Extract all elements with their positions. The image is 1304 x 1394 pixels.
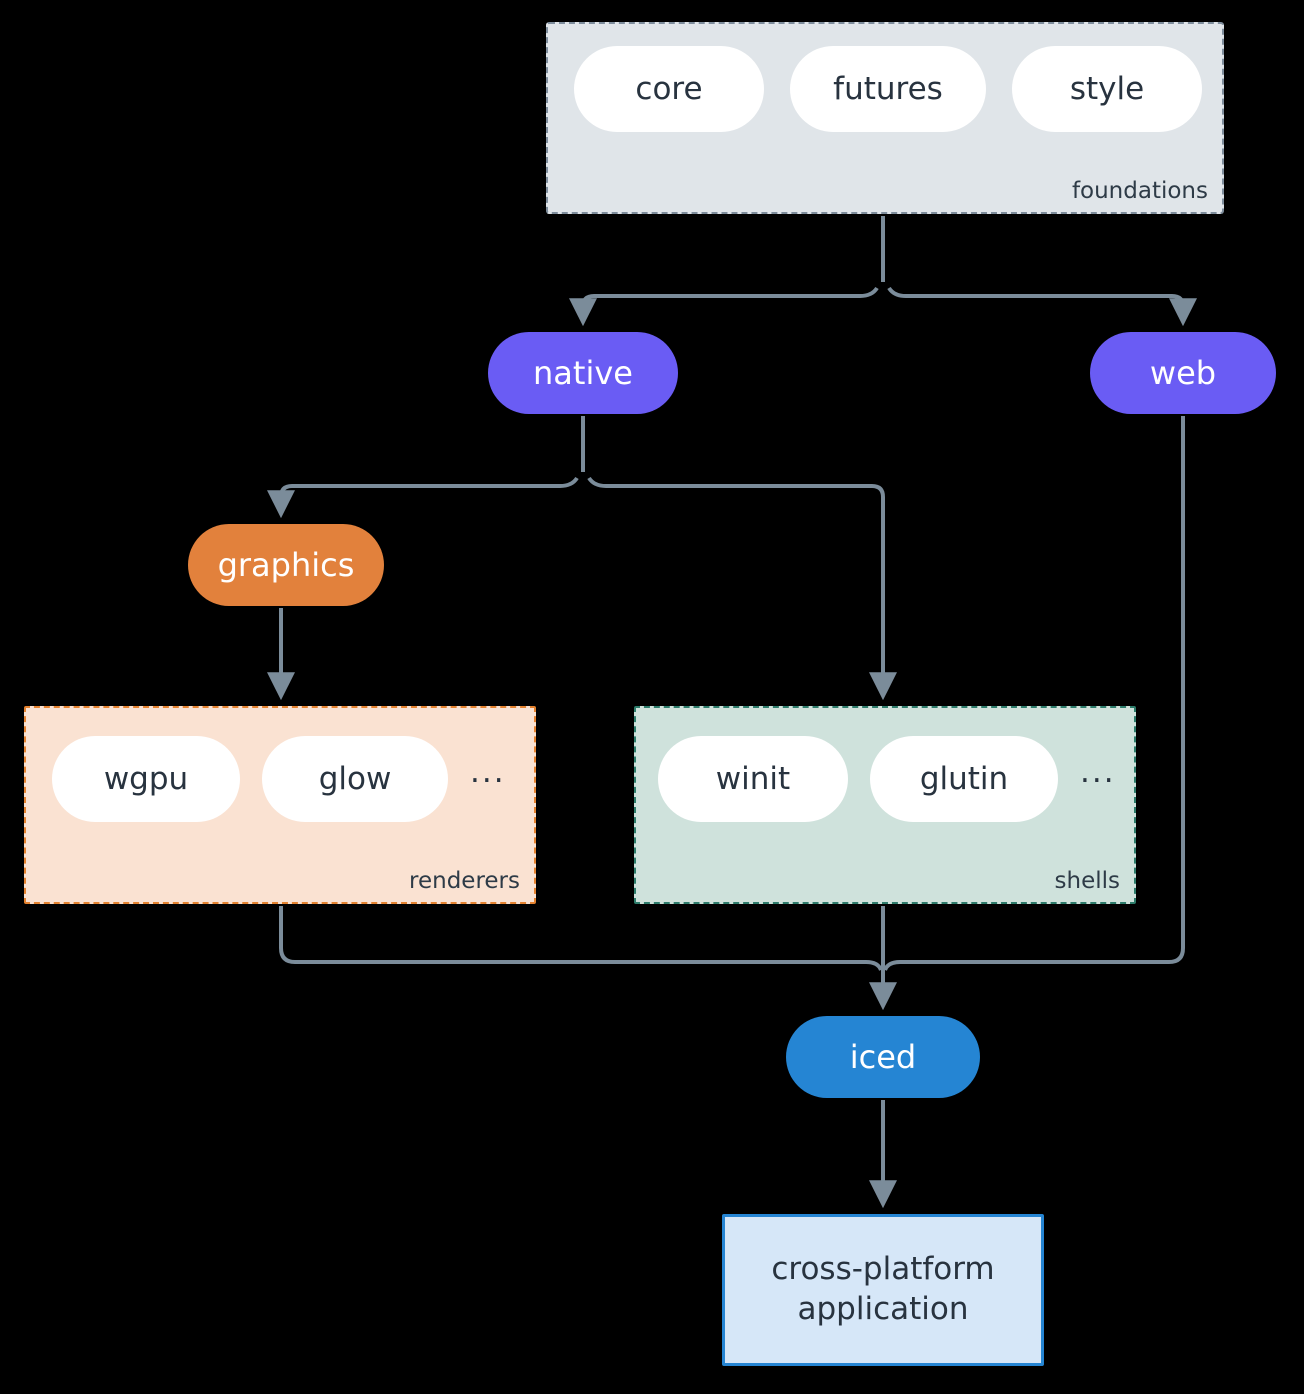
chip-winit[interactable]: winit bbox=[658, 736, 848, 822]
chip-glutin[interactable]: glutin bbox=[870, 736, 1058, 822]
chip-futures[interactable]: futures bbox=[790, 46, 986, 132]
edge-native-to-graphics bbox=[267, 476, 579, 519]
foundations-chip-row: core futures style bbox=[574, 46, 1202, 132]
cluster-renderers: wgpu glow ... renderers bbox=[24, 706, 536, 904]
cluster-foundations: core futures style foundations bbox=[546, 22, 1224, 214]
edge-native-to-shells bbox=[587, 476, 897, 701]
application-line-2: application bbox=[797, 1291, 969, 1327]
edge-foundations-to-native bbox=[569, 286, 879, 327]
cluster-label-foundations: foundations bbox=[1071, 178, 1208, 204]
node-native[interactable]: native bbox=[488, 332, 678, 414]
shells-ellipsis: ... bbox=[1080, 753, 1116, 790]
renderers-ellipsis: ... bbox=[470, 753, 506, 790]
node-cross-platform-application[interactable]: cross-platform application bbox=[722, 1214, 1044, 1366]
cluster-label-renderers: renderers bbox=[409, 868, 520, 894]
chip-core[interactable]: core bbox=[574, 46, 764, 132]
application-line-1: cross-platform bbox=[771, 1251, 995, 1288]
edge-renderers-to-iced bbox=[279, 906, 883, 971]
chip-style[interactable]: style bbox=[1012, 46, 1202, 132]
node-iced[interactable]: iced bbox=[786, 1016, 980, 1098]
cluster-label-shells: shells bbox=[1054, 868, 1120, 894]
node-web[interactable]: web bbox=[1090, 332, 1276, 414]
chip-glow[interactable]: glow bbox=[262, 736, 448, 822]
edge-foundations-to-web bbox=[887, 286, 1197, 327]
cluster-shells: winit glutin ... shells bbox=[634, 706, 1136, 904]
renderers-chip-row: wgpu glow ... bbox=[52, 736, 506, 822]
shells-chip-row: winit glutin ... bbox=[658, 736, 1116, 822]
chip-wgpu[interactable]: wgpu bbox=[52, 736, 240, 822]
node-graphics[interactable]: graphics bbox=[188, 524, 384, 606]
